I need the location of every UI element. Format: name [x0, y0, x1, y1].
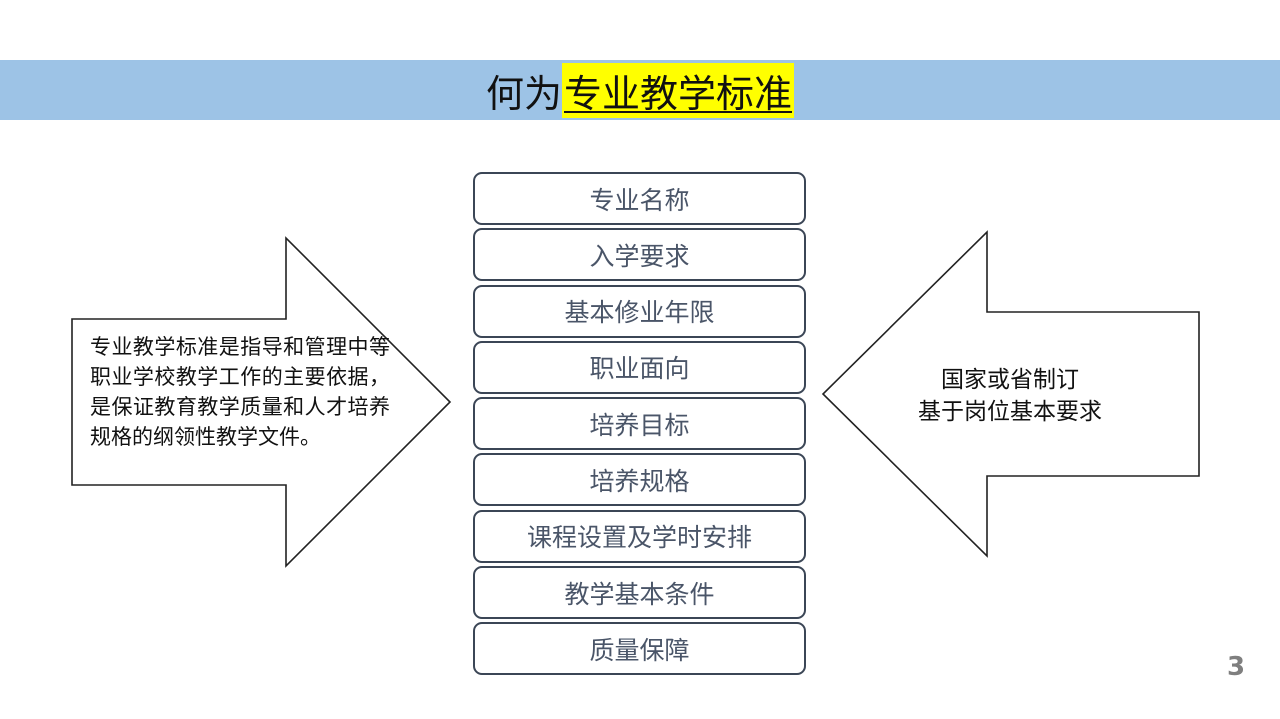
page-number: 3 — [1226, 652, 1246, 682]
left-arrow-text: 专业教学标准是指导和管理中等职业学校教学工作的主要依据，是保证教育教学质量和人才… — [90, 335, 390, 449]
list-item: 质量保障 — [473, 622, 806, 676]
right-arrow-shape — [821, 230, 1200, 558]
list-item: 入学要求 — [473, 228, 806, 282]
right-arrow-line-2: 基于岗位基本要求 — [918, 399, 1102, 425]
list-item: 培养目标 — [473, 397, 806, 451]
list-item: 专业名称 — [473, 172, 806, 225]
list-item: 基本修业年限 — [473, 284, 806, 338]
list-item: 职业面向 — [473, 340, 806, 394]
list-item: 课程设置及学时安排 — [473, 509, 806, 563]
right-arrow-line-1: 国家或省制订 — [941, 367, 1079, 393]
title-prefix: 何为 — [485, 71, 562, 116]
standard-items-list: 专业名称 入学要求 基本修业年限 职业面向 培养目标 培养规格 课程设置及学时安… — [473, 172, 806, 679]
page-title: 何为专业教学标准 — [0, 60, 1280, 120]
left-arrow-shape — [71, 236, 452, 568]
list-item: 培养规格 — [473, 453, 806, 507]
title-highlight: 专业教学标准 — [562, 62, 795, 118]
list-item: 教学基本条件 — [473, 566, 806, 620]
right-arrow-text: 国家或省制订 基于岗位基本要求 — [880, 364, 1140, 428]
